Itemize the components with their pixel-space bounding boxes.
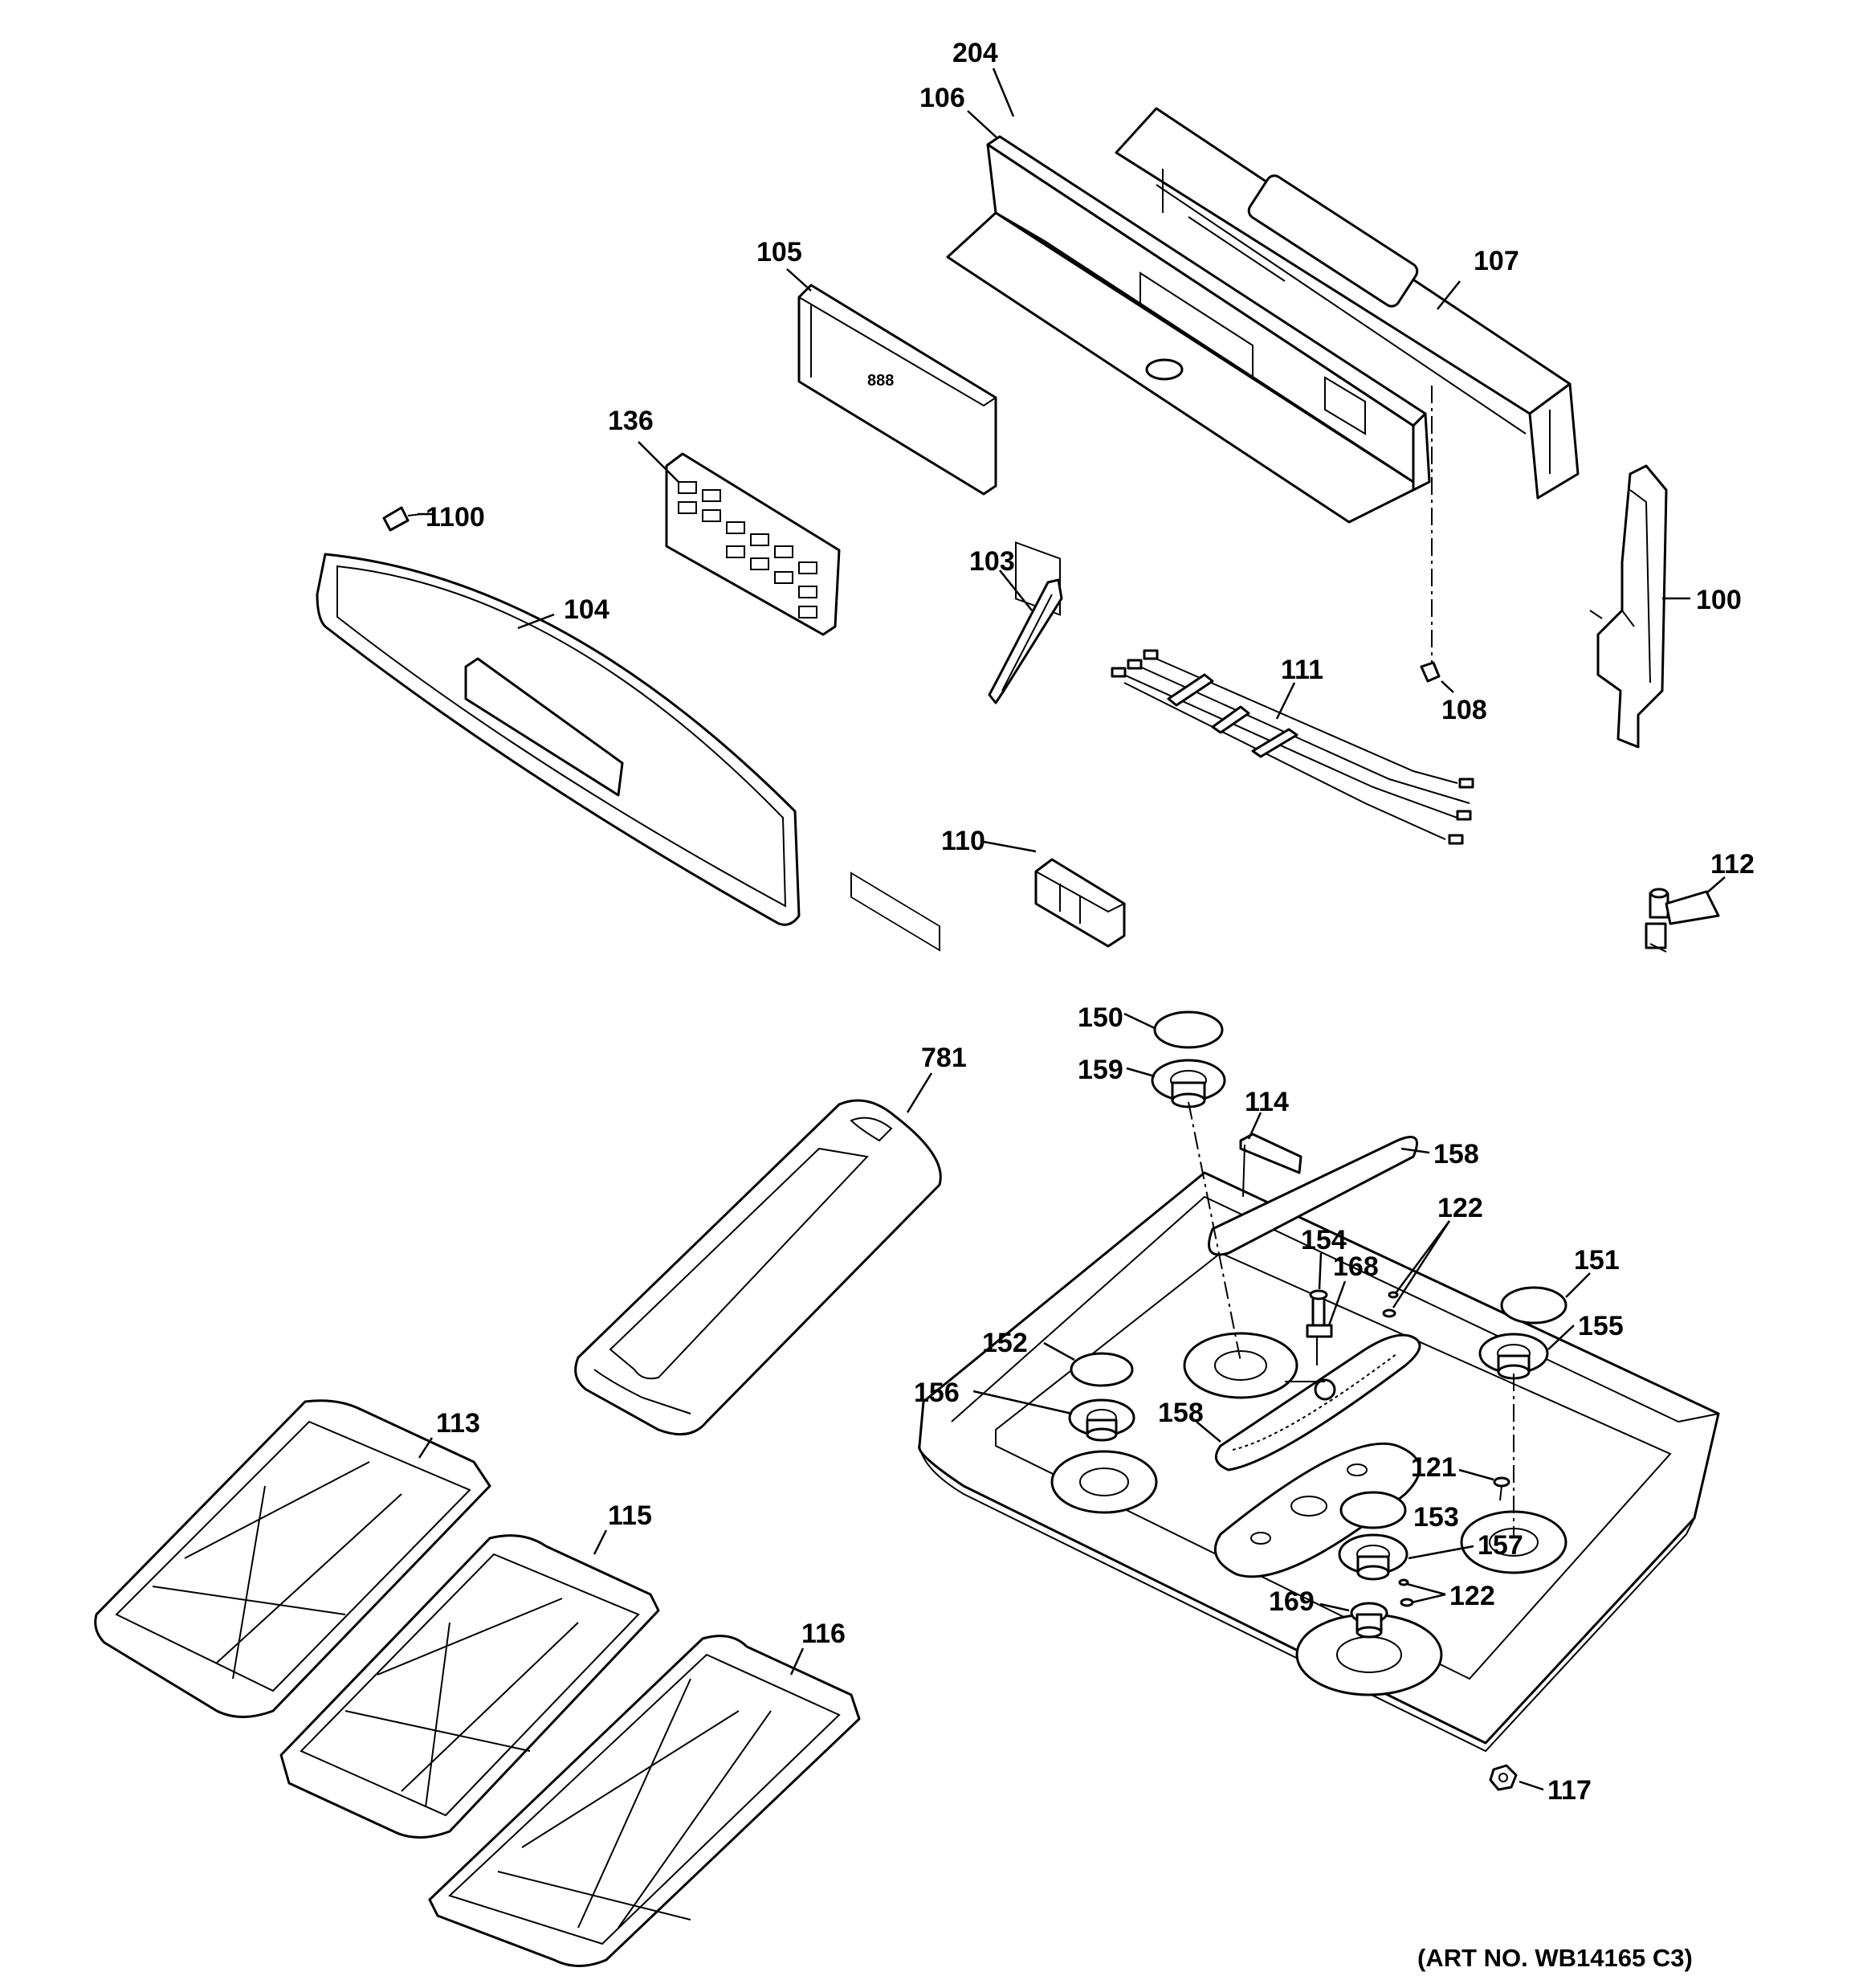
part-100-side-trim [1589,464,1668,749]
callout-153: 153 [1413,1502,1459,1533]
burner-bowl-left-front [1050,1450,1158,1514]
callout-156: 156 [914,1378,960,1408]
part-115-grate [279,1534,660,1839]
part-156-burner-head [1068,1398,1135,1442]
callout-1100: 1100 [426,502,485,533]
part-781-griddle [574,1099,942,1436]
part-108-screw [1420,661,1441,683]
part-169-simmer-burner [1350,1602,1388,1639]
callout-168: 168 [1333,1251,1379,1282]
part-1100-screw [382,506,422,532]
callout-122-lower: 122 [1449,1581,1495,1611]
callout-158-upper: 158 [1433,1139,1479,1170]
part-104-control-panel [316,553,801,926]
part-116-grate [428,1635,861,1967]
callout-157: 157 [1478,1530,1523,1561]
art-number: (ART NO. WB14165 C3) [1417,1944,1693,1972]
part-158-cover-plate [1208,1136,1418,1256]
callout-116: 116 [801,1619,846,1649]
part-111-wire-harness [1111,649,1474,845]
part-157-burner-head [1338,1533,1408,1581]
callout-100: 100 [1696,585,1742,615]
part-159-burner-head [1151,1059,1226,1108]
callout-106: 106 [919,83,965,113]
callout-152: 152 [982,1328,1028,1358]
assembly-centerlines [1188,386,1514,1538]
callout-104: 104 [564,594,609,625]
part-107-rear-cover [1115,107,1580,500]
part-150-burner-cap [1153,1010,1224,1049]
callout-111: 111 [1281,655,1323,685]
callout-110: 110 [941,826,985,856]
part-121-screw [1493,1476,1510,1501]
burner-bowl-left-rear [1183,1332,1298,1399]
cooktop-body [918,1171,1720,1753]
callout-154: 154 [1301,1225,1347,1255]
callout-136: 136 [608,406,654,436]
part-158-grille-burner [1214,1333,1421,1472]
part-153-burner-cap [1339,1491,1407,1529]
part-103-bracket [988,578,1063,704]
part-114-bracket [1239,1133,1302,1198]
clock-digits: 888 [867,372,894,390]
part-154-electrode [1309,1289,1328,1327]
callout-112: 112 [1710,849,1755,880]
callout-781: 781 [921,1043,967,1073]
callout-117: 117 [1547,1775,1592,1806]
callout-155: 155 [1578,1311,1624,1341]
callout-108: 108 [1441,695,1487,725]
part-112-switch [1645,888,1720,953]
callout-159: 159 [1078,1055,1123,1085]
callout-103: 103 [969,546,1015,577]
callout-204: 204 [952,38,998,68]
part-136-keypad-overlay [665,452,841,636]
part-122-screws-lower [1398,1578,1414,1607]
part-152-burner-cap [1070,1352,1134,1387]
part-168-orifice [1306,1324,1333,1365]
part-155-burner-head [1478,1333,1549,1380]
callout-105: 105 [756,237,802,267]
part-105-control-board: 888 [797,284,997,952]
callout-labels: 204 106 105 107 136 1100 104 103 111 100… [426,38,1755,1806]
callout-115: 115 [608,1500,652,1531]
part-113-grate [94,1399,491,1718]
leader-lines [418,67,1726,1791]
callout-122-upper: 122 [1437,1193,1483,1223]
callout-169: 169 [1269,1586,1315,1617]
callout-158-lower: 158 [1158,1398,1204,1428]
callout-114: 114 [1245,1087,1289,1117]
part-106-backsplash-bracket [946,135,1431,616]
part-110-spark-module [1034,858,1127,948]
callout-107: 107 [1474,246,1519,276]
callout-113: 113 [436,1408,480,1439]
callout-151: 151 [1574,1245,1620,1276]
callout-121: 121 [1411,1452,1457,1483]
callout-150: 150 [1078,1002,1123,1033]
part-151-burner-cap [1500,1286,1567,1325]
part-122-screws-upper [1382,1291,1399,1318]
part-117-nut [1489,1764,1518,1791]
center-burner-bowl [1213,1442,1421,1578]
